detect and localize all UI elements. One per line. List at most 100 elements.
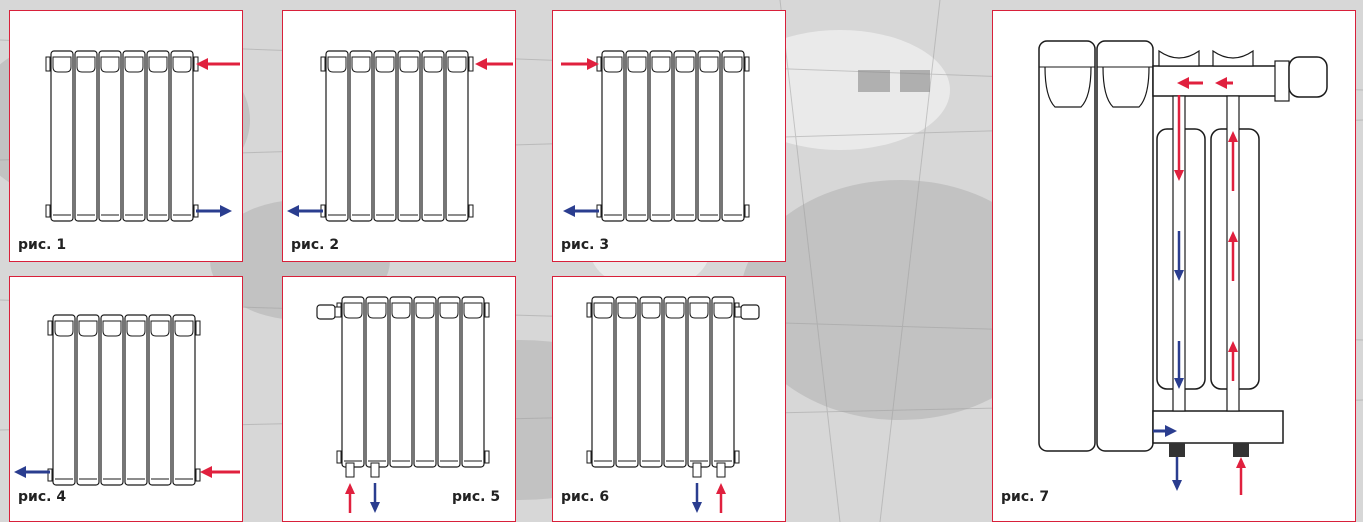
radiator-section: [413, 296, 437, 468]
section-header: [375, 56, 395, 73]
section-header: [689, 302, 709, 319]
down-flow-arrow-3-head: [1174, 378, 1184, 389]
radiator-section: [421, 50, 445, 222]
left-cap-bottom: [586, 450, 592, 464]
front-section: [1096, 40, 1154, 452]
right-cap-bottom: [484, 450, 490, 464]
radiator-section: [673, 50, 697, 222]
figure-4-panel: рис. 4: [9, 276, 243, 522]
figure-5-caption: рис. 5: [452, 489, 501, 505]
radiator-section: [100, 314, 124, 486]
return-arrow-head: [287, 205, 299, 217]
thermostat-valve: [734, 306, 742, 318]
radiator-section: [639, 296, 663, 468]
thermostat-valve-body: [1274, 60, 1290, 102]
top-manifold: [1152, 65, 1284, 97]
right-cap-top: [195, 320, 201, 336]
left-cap-bottom: [336, 450, 342, 464]
radiator-section: [397, 50, 421, 222]
radiator-section: [437, 296, 461, 468]
section-header: [367, 302, 387, 319]
radiator-section: [98, 50, 122, 222]
section-header: [100, 56, 120, 73]
thermostat-head: [1288, 56, 1328, 98]
section-header: [463, 302, 483, 319]
figure-7-panel: рис. 7: [992, 10, 1356, 522]
radiator-section: [615, 296, 639, 468]
section-header: [399, 56, 419, 73]
section-header: [124, 56, 144, 73]
section-curve: [1102, 66, 1150, 108]
section-header: [54, 320, 74, 337]
section-curve: [1044, 66, 1092, 108]
figure-3-caption: рис. 3: [561, 237, 610, 253]
figure-1-diagram: [45, 50, 240, 222]
return-arrow-head: [370, 502, 380, 513]
radiator-section: [365, 296, 389, 468]
radiator-section: [172, 314, 196, 486]
section-header: [52, 56, 72, 73]
radiator-section: [687, 296, 711, 468]
return-arrow-head: [563, 205, 575, 217]
down-flow-arrow-1-head: [1174, 170, 1184, 181]
radiator-section: [124, 314, 148, 486]
return-arrow-head: [692, 502, 702, 513]
figure-3-diagram: [561, 50, 750, 222]
radiator: [47, 314, 201, 486]
left-cap-top: [320, 56, 326, 72]
right-cap-top: [468, 56, 474, 72]
supply-arrow-head: [475, 58, 487, 70]
figure-6-panel: рис. 6: [552, 276, 786, 522]
section-header: [351, 56, 371, 73]
left-cap-bottom: [45, 204, 51, 218]
radiator-section: [52, 314, 76, 486]
right-cap-top: [744, 56, 750, 72]
bottom-fitting-2: [1233, 443, 1249, 457]
front-section: [1038, 40, 1096, 452]
radiator-section: [711, 296, 735, 468]
top-cap-1: [1158, 49, 1200, 67]
radiator-section: [663, 296, 687, 468]
valve-right: [370, 462, 380, 478]
figure-5-diagram: [316, 296, 490, 513]
section-header: [76, 56, 96, 73]
section-header: [343, 302, 363, 319]
radiator-section: [697, 50, 721, 222]
radiator-section: [445, 50, 469, 222]
valve-left: [692, 462, 702, 478]
valve-left: [345, 462, 355, 478]
figure-2-panel: рис. 2: [282, 10, 516, 262]
down-flow-arrow-2-head: [1174, 270, 1184, 281]
section-header: [675, 56, 695, 73]
radiator-section: [721, 50, 745, 222]
radiator-section: [625, 50, 649, 222]
radiator-section: [76, 314, 100, 486]
radiator-section: [389, 296, 413, 468]
section-header: [651, 56, 671, 73]
radiator-section: [50, 50, 74, 222]
figure-1-caption: рис. 1: [18, 237, 67, 253]
top-flow-arrow-head: [1177, 77, 1189, 89]
right-cap-bottom: [734, 450, 740, 464]
section-header: [327, 56, 347, 73]
section-header: [447, 56, 467, 73]
figure-5-panel: рис. 5: [282, 276, 516, 522]
radiator-section: [325, 50, 349, 222]
supply-arrow-head: [587, 58, 599, 70]
section-header: [148, 56, 168, 73]
radiator-section: [649, 50, 673, 222]
top-cap-2: [1212, 49, 1254, 67]
section-header: [415, 302, 435, 319]
radiator-section: [341, 296, 365, 468]
section-header: [713, 302, 733, 319]
section-header: [617, 302, 637, 319]
section-header: [627, 56, 647, 73]
return-arrow-head: [14, 466, 26, 478]
radiator: [586, 296, 740, 468]
figure-4-diagram: [14, 314, 240, 486]
section-header: [126, 320, 146, 337]
figure-6-diagram: [586, 296, 760, 513]
radiator: [336, 296, 490, 468]
section-header: [603, 56, 623, 73]
right-cap-top: [484, 302, 490, 318]
